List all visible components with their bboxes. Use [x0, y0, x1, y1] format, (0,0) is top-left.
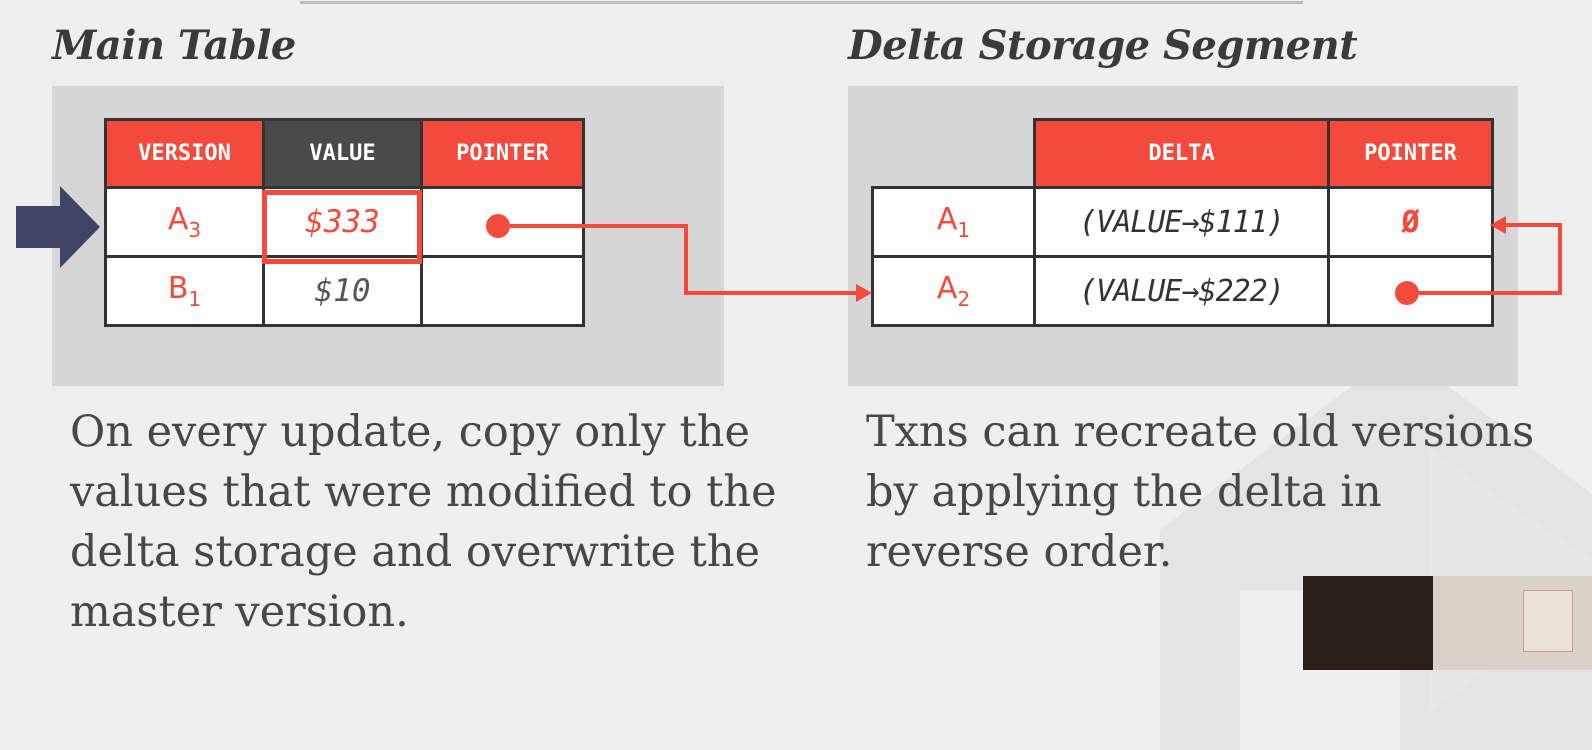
header-pointer: POINTER [1327, 118, 1494, 189]
delta-storage-description: Txns can recreate old versions by applyi… [866, 407, 1535, 577]
main-table-title: Main Table [52, 22, 296, 69]
current-version-arrow-icon [16, 186, 100, 268]
arrowhead-icon [1490, 216, 1506, 234]
version-cell: A1 [871, 186, 1036, 258]
delta-cell: (VALUE→$111) [1033, 186, 1330, 258]
delta-storage-title: Delta Storage Segment [848, 22, 1358, 69]
title-divider [300, 1, 1303, 4]
delta-cell: (VALUE→$222) [1033, 255, 1330, 327]
diagram-connectors [16, 186, 1562, 305]
pointer-cell: Ø [1327, 186, 1494, 258]
value-cell: $10 [262, 255, 423, 327]
version-cell: A3 [104, 186, 265, 258]
pointer-dot [486, 214, 510, 238]
header-value: VALUE [262, 118, 423, 189]
arrowhead-icon [856, 284, 872, 302]
table-row: A1 (VALUE→$111) Ø [871, 186, 1494, 258]
pointer-arrow-a2-to-a1 [1419, 223, 1562, 295]
pointer-arrow-main-to-delta [510, 224, 858, 295]
version-cell: A2 [871, 255, 1036, 327]
header-pointer: POINTER [420, 118, 585, 189]
table-row: B1 $10 [104, 255, 585, 327]
null-pointer: Ø [1401, 204, 1420, 240]
header-version: VERSION [104, 118, 265, 189]
main-table-description: On every update, copy only the values th… [70, 407, 777, 637]
speaker-video-thumbnail [1303, 576, 1592, 670]
value-cell: $333 [262, 186, 423, 258]
header-delta: DELTA [1033, 118, 1330, 189]
updated-value-highlight [262, 190, 422, 264]
pointer-cell [420, 255, 585, 327]
pointer-dot [1395, 281, 1419, 305]
version-cell: B1 [104, 255, 265, 327]
main-table: VERSION VALUE POINTER A3 $333 B1 $10 [104, 118, 585, 327]
